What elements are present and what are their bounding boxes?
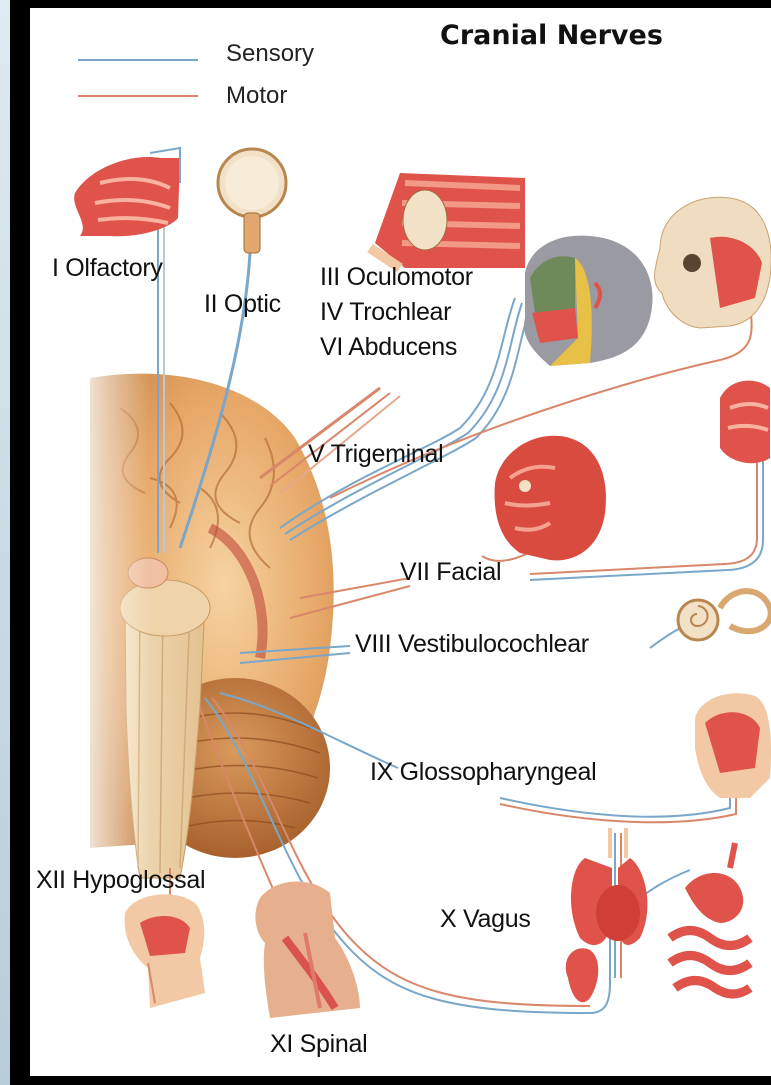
brain-illustration xyxy=(70,368,334,878)
label-vagus: X Vagus xyxy=(440,905,531,934)
neck-shoulder-illustration xyxy=(255,882,360,1018)
eye-illustration xyxy=(218,149,286,253)
diagram-title: Cranial Nerves xyxy=(440,20,663,51)
label-abducens: VI Abducens xyxy=(320,333,457,362)
label-trochlear: IV Trochlear xyxy=(320,298,451,327)
label-vestibulocochlear: VIII Vestibulocochlear xyxy=(355,630,589,659)
stomach-intestines-illustration xyxy=(670,843,750,994)
eye-muscles-illustration xyxy=(370,173,525,268)
hypoglossal-head-illustration xyxy=(125,894,205,1008)
face-profile-illustration xyxy=(524,236,652,366)
cranial-nerves-illustration xyxy=(30,8,771,1076)
label-oculomotor: III Oculomotor xyxy=(320,263,473,292)
image-frame: Cranial Nerves Sensory Motor I Olfactory… xyxy=(10,0,771,1085)
label-facial: VII Facial xyxy=(400,558,501,587)
tongue-illustration xyxy=(720,381,770,464)
legend-motor-label: Motor xyxy=(226,82,287,110)
diagram-canvas: Cranial Nerves Sensory Motor I Olfactory… xyxy=(30,8,771,1076)
ear-illustration xyxy=(566,948,598,1002)
legend-sensory-label: Sensory xyxy=(226,40,314,68)
label-glossopharyngeal: IX Glossopharyngeal xyxy=(370,758,596,787)
nose-illustration xyxy=(74,148,180,236)
facial-muscles-illustration xyxy=(495,436,606,561)
label-trigeminal: V Trigeminal xyxy=(308,440,443,469)
inner-ear-illustration xyxy=(678,591,771,640)
throat-illustration xyxy=(695,693,771,798)
label-hypoglossal: XII Hypoglossal xyxy=(36,866,205,895)
label-olfactory: I Olfactory xyxy=(52,254,163,283)
label-spinal: XI Spinal xyxy=(270,1030,367,1059)
legend-lines xyxy=(78,60,198,96)
skull-illustration xyxy=(655,197,771,328)
thoracic-organs-illustration xyxy=(571,828,647,945)
background-strip xyxy=(0,0,10,1085)
label-optic: II Optic xyxy=(204,290,281,319)
